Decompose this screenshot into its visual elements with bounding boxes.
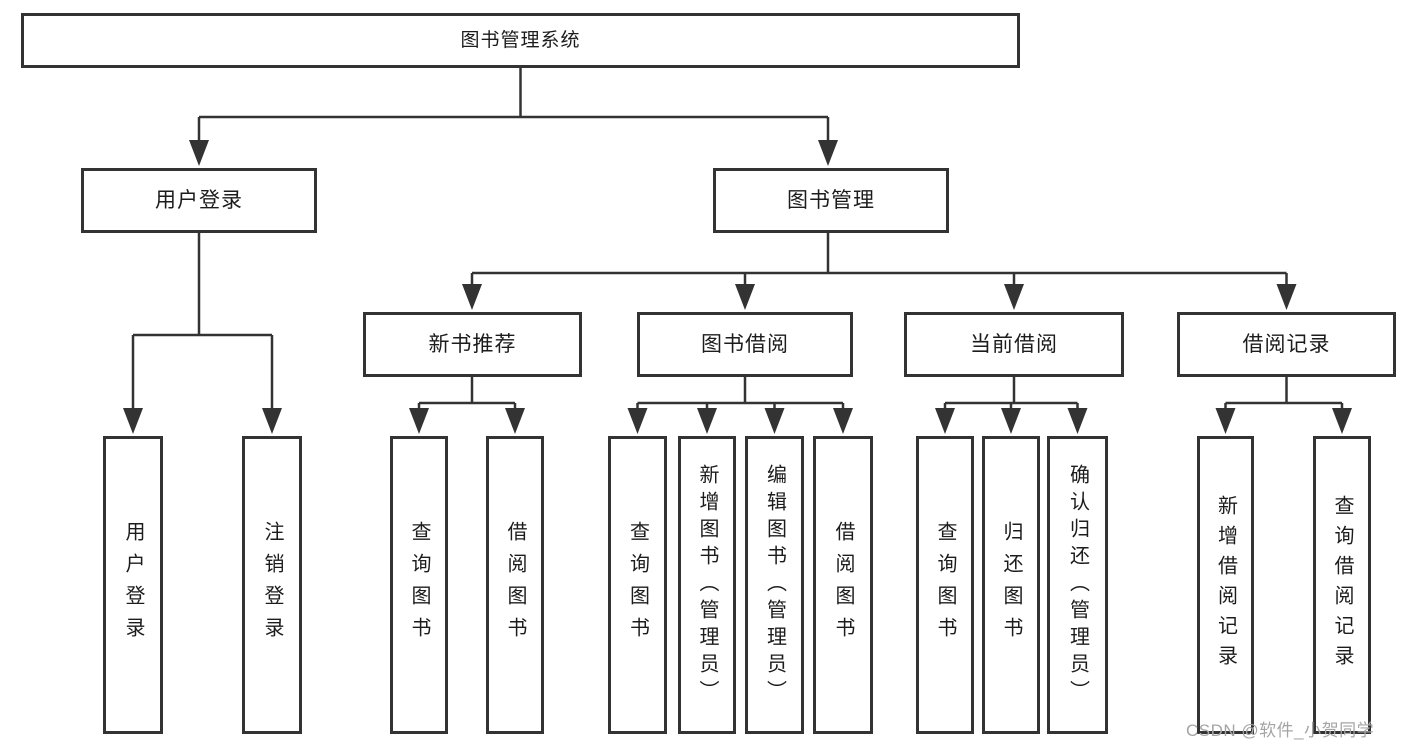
node-book-management-label: 图书管理: [787, 189, 875, 212]
node-borrow-records-label: 借阅记录: [1242, 333, 1331, 356]
leaf-query-borrow-record-label: 查询借阅记录: [1331, 495, 1353, 675]
leaf-borrow-books-1-label: 借阅图书: [504, 521, 526, 649]
leaf-add-borrow-record: 新增借阅记录: [1197, 436, 1254, 734]
leaf-confirm-return-admin-label: 确认归还（管理员）: [1066, 463, 1089, 707]
leaf-user-login-label: 用户登录: [122, 521, 144, 649]
node-current-borrow: 当前借阅: [904, 312, 1124, 377]
csdn-watermark: CSDN @软件_小贺同学: [1186, 721, 1375, 740]
leaf-logout: 注销登录: [242, 436, 302, 734]
leaf-add-book-admin-label: 新增图书（管理员）: [696, 463, 718, 707]
leaf-return-book: 归还图书: [982, 436, 1040, 734]
node-user-login: 用户登录: [81, 168, 317, 233]
leaf-borrow-books-1: 借阅图书: [486, 436, 544, 734]
leaf-query-borrow-record: 查询借阅记录: [1313, 436, 1371, 734]
leaf-add-borrow-record-label: 新增借阅记录: [1214, 495, 1237, 675]
leaf-confirm-return-admin: 确认归还（管理员）: [1047, 436, 1108, 734]
leaf-edit-book-admin-label: 编辑图书（管理员）: [763, 463, 786, 707]
node-current-borrow-label: 当前借阅: [970, 333, 1058, 356]
leaf-user-login: 用户登录: [103, 436, 163, 734]
leaf-borrow-books-2: 借阅图书: [813, 436, 873, 734]
node-book-management: 图书管理: [713, 168, 949, 233]
leaf-query-books-2-label: 查询图书: [626, 521, 649, 649]
leaf-query-books-2: 查询图书: [608, 436, 667, 734]
node-book-borrow: 图书借阅: [637, 312, 853, 377]
node-new-book-recommend-label: 新书推荐: [428, 333, 517, 356]
leaf-borrow-books-2-label: 借阅图书: [832, 521, 854, 649]
node-root-label: 图书管理系统: [460, 30, 581, 51]
leaf-edit-book-admin: 编辑图书（管理员）: [745, 436, 804, 734]
leaf-logout-label: 注销登录: [261, 521, 283, 649]
leaf-query-books-3: 查询图书: [916, 436, 974, 734]
leaf-query-books-1-label: 查询图书: [408, 521, 430, 649]
leaf-query-books-3-label: 查询图书: [934, 521, 956, 649]
node-new-book-recommend: 新书推荐: [363, 312, 582, 377]
node-user-login-label: 用户登录: [155, 189, 243, 212]
node-root: 图书管理系统: [21, 13, 1020, 68]
node-borrow-records: 借阅记录: [1177, 312, 1396, 377]
node-book-borrow-label: 图书借阅: [701, 333, 789, 356]
leaf-add-book-admin: 新增图书（管理员）: [678, 436, 736, 734]
leaf-query-books-1: 查询图书: [390, 436, 448, 734]
leaf-return-book-label: 归还图书: [1000, 521, 1022, 649]
